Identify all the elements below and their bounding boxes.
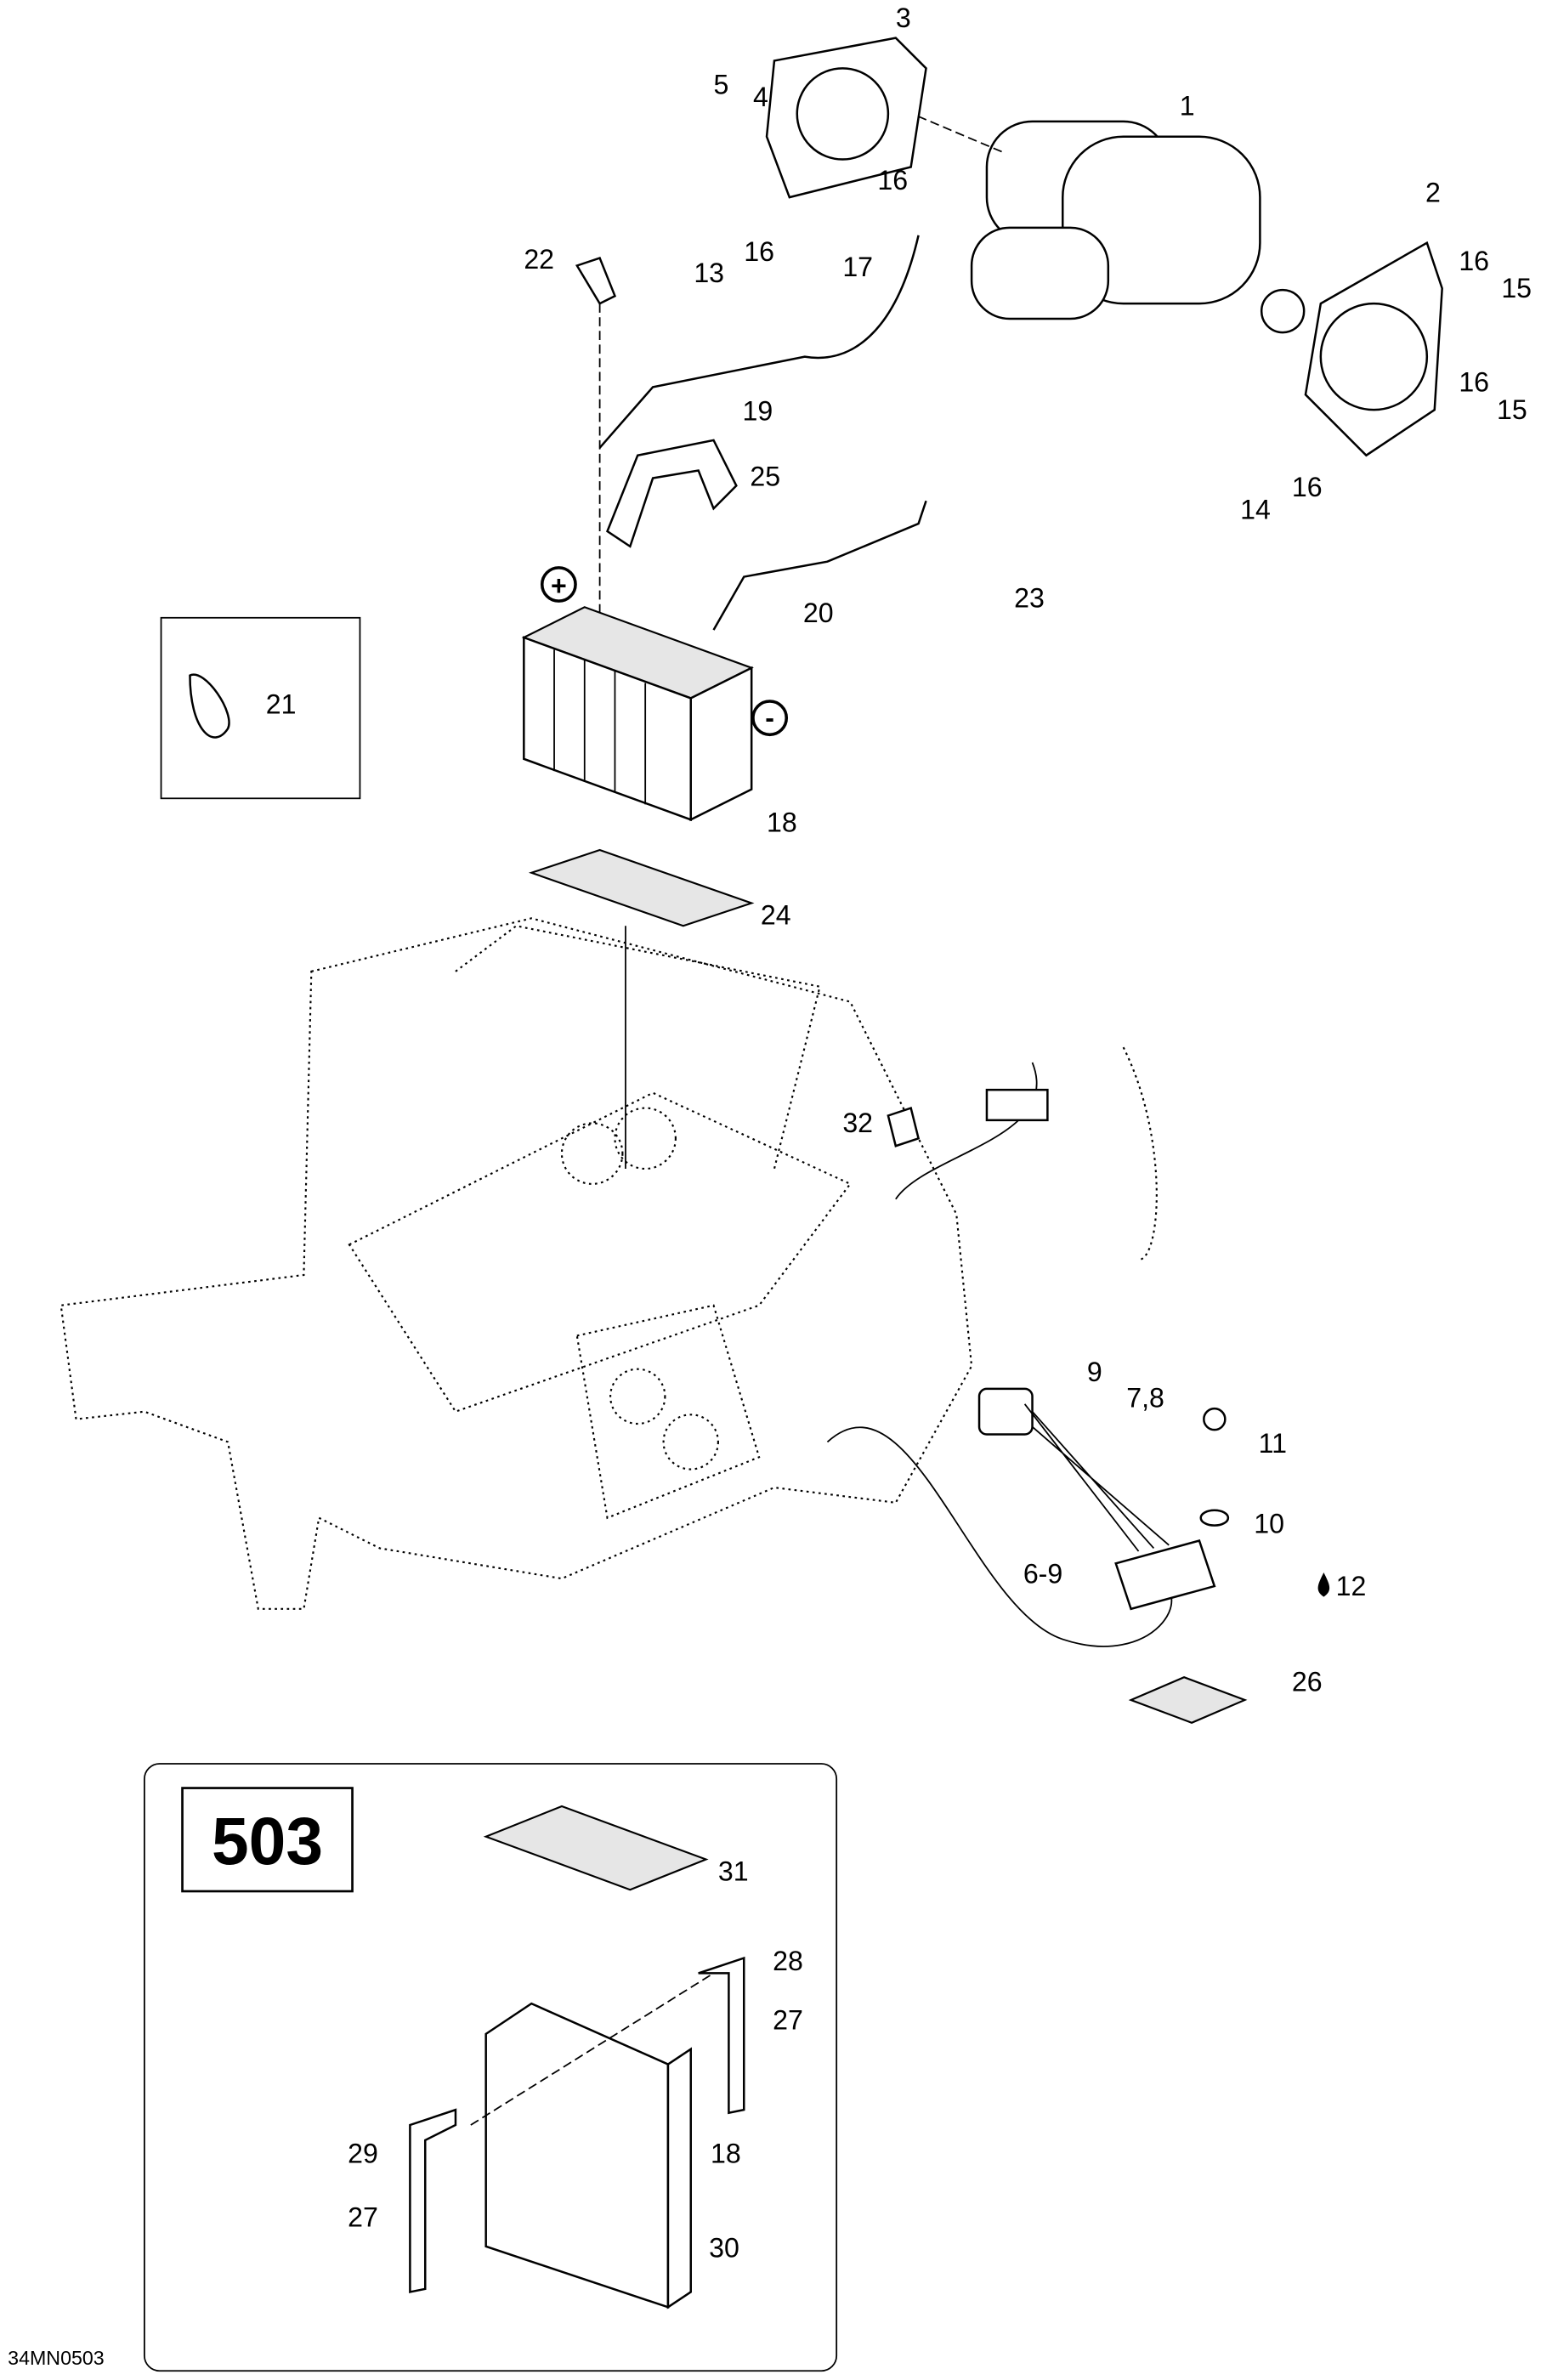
callout-2: 2 [1425,178,1441,208]
callout-18: 18 [711,2139,741,2169]
callout-23: 23 [1014,582,1045,613]
model-number-box [181,1787,354,1893]
bracket-27-right [698,1956,745,2115]
callout-27: 27 [348,2202,378,2233]
chassis-frame [59,917,1173,1647]
callout-24: 24 [761,900,791,931]
callout-26: 26 [1292,1666,1323,1697]
callout-16: 16 [744,236,774,267]
negative-symbol: - [765,702,774,733]
callout-25: 25 [750,461,780,491]
callout-17: 17 [842,252,873,282]
callout-31: 31 [718,1856,749,1887]
bracket-27-left [409,2108,457,2293]
connector-9 [977,1387,1034,1436]
callout-16: 16 [877,165,908,196]
callout-30: 30 [709,2232,739,2263]
positive-symbol: + [551,570,567,601]
negative-terminal-icon [751,700,789,737]
callout-22: 22 [524,244,554,275]
callout-27: 27 [773,2005,803,2036]
callout-15: 15 [1497,394,1527,425]
callout-21: 21 [266,688,297,719]
callouts: 1 2 3 4 5 13 16 16 17 16 15 16 15 14 16 … [266,3,1532,2263]
regulator-6-9 [1114,1538,1216,1611]
callout-10: 10 [1254,1509,1284,1539]
plate-26 [1128,1676,1248,1724]
callout-18: 18 [767,808,797,838]
starter-motor [804,67,1306,334]
callout-9: 9 [1087,1357,1102,1387]
callout-11: 11 [1259,1428,1287,1459]
callout-32: 32 [842,1108,873,1138]
callout-4: 4 [753,82,768,112]
callout-6-9: 6-9 [1023,1559,1062,1590]
callout-12: 12 [1336,1571,1367,1601]
connector-32 [887,1106,921,1148]
callout-20: 20 [803,598,834,628]
battery-pad-31 [483,1805,709,1891]
callout-1: 1 [1180,91,1195,122]
callout-19: 19 [742,396,773,427]
callout-3: 3 [896,3,911,33]
washer-10 [1199,1509,1230,1527]
battery-18 [521,606,754,822]
drawing-code: 34MN0503 [8,2347,105,2369]
callout-16: 16 [1459,367,1489,398]
callout-28: 28 [773,1946,803,1976]
callout-16: 16 [1459,246,1489,276]
callout-7-8: 7,8 [1126,1382,1164,1413]
callout-16: 16 [1292,472,1323,502]
battery-503 [484,2002,692,2309]
cable-19 [598,235,920,449]
callout-5: 5 [714,70,729,100]
inset-503-box [144,1763,838,2372]
callout-29: 29 [348,2139,378,2169]
callout-15: 15 [1501,273,1532,303]
battery-pad-24 [528,848,755,927]
nut-11 [1203,1407,1227,1431]
drop-icon [1317,1572,1330,1597]
cable-20 [712,500,927,631]
callout-13: 13 [694,258,724,288]
battery-strap-25 [605,439,738,548]
positive-terminal-icon [540,566,577,603]
model-number: 503 [212,1804,323,1878]
terminal-cap-22 [575,257,617,305]
callout-14: 14 [1240,495,1271,525]
detail-box-21 [160,616,361,800]
